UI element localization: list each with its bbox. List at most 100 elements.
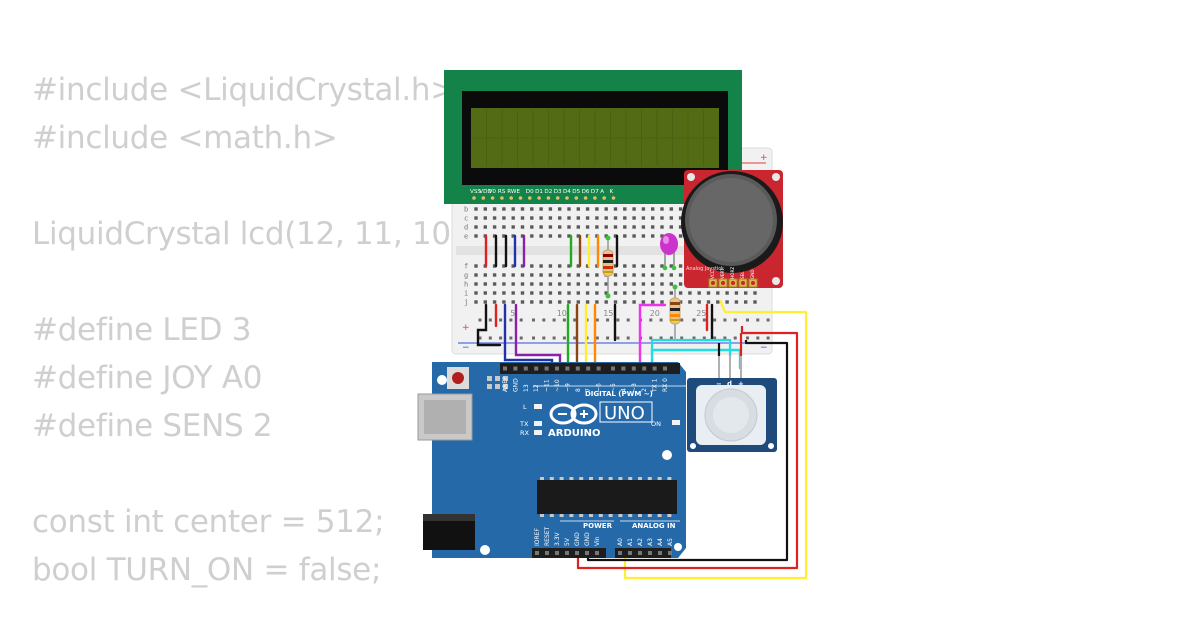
lcd-pin-label-d3: D3 [554,189,562,195]
joystick-pin-label-sel: SEL [740,271,745,279]
power-pin-label-0: IOREF [534,528,541,546]
led-label-tx: TX [519,420,529,428]
analog-header [615,548,671,558]
analog-pin-label-a2: A2 [637,538,644,546]
digital-pin-label-9: ~6 [596,383,603,392]
lcd-pin-label-d4: D4 [563,189,571,195]
digital-pin-label-6: ~9 [564,383,571,392]
rail-plus-label: + [462,323,470,333]
digital-pin-label-15: RX 0 [662,378,669,392]
digital-pin-label-8: 7 [585,388,592,392]
power-pin-label-6: Vin [594,536,601,546]
pir-pin-label-1: d [727,380,732,388]
row-letter-d: d [464,224,468,232]
power-pin-label-4: GND [574,532,581,546]
joystick-pin-label-vert: VERT [720,268,725,279]
arduino-brand: ARDUINO [548,428,600,439]
rail-minus-label: − [462,343,470,353]
row-letter-f: f [464,263,468,271]
analog-pin-label-a4: A4 [657,538,664,546]
row-letter-h: h [464,281,468,289]
led [660,233,678,271]
digital-pin-label-3: 12 [533,384,540,392]
lcd-pin-label-e: E [517,189,521,195]
digital-pin-label-12: ~3 [631,383,638,392]
led-indicators: L TX RX ON [519,403,680,437]
analog-pin-label-a5: A5 [667,538,674,546]
analog-pin-label-a1: A1 [627,538,634,546]
reset-button[interactable] [452,372,464,384]
column-number-5: 5 [510,309,515,318]
on-led-label: ON [651,420,661,428]
arduino-model: UNO [604,403,645,424]
lcd-pin-label-d0: D0 [526,189,534,195]
lcd-pin-label-d5: D5 [572,189,580,195]
resistor-1 [602,235,614,299]
row-letter-c: c [464,215,468,223]
lcd-pin-label-k: K [610,189,614,195]
lcd-pin-label-d1: D1 [535,189,543,195]
resistor-2 [669,284,681,340]
power-pin-label-2: 3.3V [554,531,561,546]
code-line: const int center = 512; [32,504,385,540]
code-line: bool TURN_ON = false; [32,552,382,588]
row-letter-b: b [464,206,468,214]
digital-pin-label-13: 2 [641,388,648,392]
external-wires [576,299,808,580]
power-pin-label-5: GND [584,532,591,546]
lcd-pin-label-v0: V0 [489,189,497,195]
analog-pin-label-a3: A3 [647,538,654,546]
code-line: #include <LiquidCrystal.h> [32,72,456,108]
row-letter-i: i [464,290,468,298]
digital-pin-label-10: ~5 [610,383,617,392]
lcd-pin-label-rs: RS [498,189,506,195]
joystick-pin-label-gnd: GND [750,269,755,279]
analog-pin-label-a0: A0 [617,538,624,546]
pir-sensor: −d + [687,355,777,452]
row-letter-e: e [464,233,468,241]
column-number-10: 10 [557,309,567,318]
power-pin-label-1: RESET [544,526,551,546]
code-line: #define SENS 2 [32,408,273,444]
row-letter-j: j [464,299,468,307]
lcd-pin-label-d2: D2 [544,189,552,195]
lcd-pin-label-vdd: VDD [479,189,491,195]
pir-pin-label-0: − [716,380,722,388]
rail-minus-label-right: − [760,343,768,353]
column-number-25: 25 [696,309,706,318]
code-line: #define JOY A0 [32,360,263,396]
digital-label: DIGITAL (PWM ~) [585,390,653,398]
digital-pin-label-7: 8 [575,388,582,392]
joystick-module: Analog Joystick VCC VERT HORZ SEL GND [681,170,783,288]
joystick-pin-label-horz: HORZ [730,267,735,279]
row-letter-g: g [464,272,468,280]
digital-pin-label-11: 4 [620,388,627,392]
lcd-pin-label-rw: RW [507,189,517,195]
digital-pin-label-5: ~10 [554,379,561,392]
analog-label: ANALOG IN [632,522,676,530]
arduino-logo [549,403,598,425]
led-label-l: L [523,403,527,411]
power-pin-label-3: 5V [564,537,571,546]
digital-pin-label-0: AREF [502,376,509,392]
joystick-caption: Analog Joystick [686,266,724,272]
digital-pin-label-2: 13 [523,384,530,392]
digital-pin-label-4: ~11 [544,379,551,392]
code-line: #include <math.h> [32,120,338,156]
code-line: #define LED 3 [32,312,252,348]
pir-pin-label-2: + [738,380,744,388]
joystick-pin-label-vcc: VCC [710,270,715,279]
lcd-pin-label-vss: VSS [470,189,481,195]
rail-plus-label-right: + [760,153,768,163]
lcd-pin-label-d7: D7 [591,189,599,195]
led-label-rx: RX [520,429,530,437]
digital-pin-label-1: GND [512,378,519,392]
column-number-15: 15 [603,309,613,318]
atmega-chip [537,480,677,514]
code-line: LiquidCrystal lcd(12, 11, 10, [32,216,461,252]
power-label: POWER [583,522,613,530]
lcd-pin-label-d6: D6 [582,189,590,195]
code-snippet: #include <LiquidCrystal.h> #include <math… [32,66,461,594]
